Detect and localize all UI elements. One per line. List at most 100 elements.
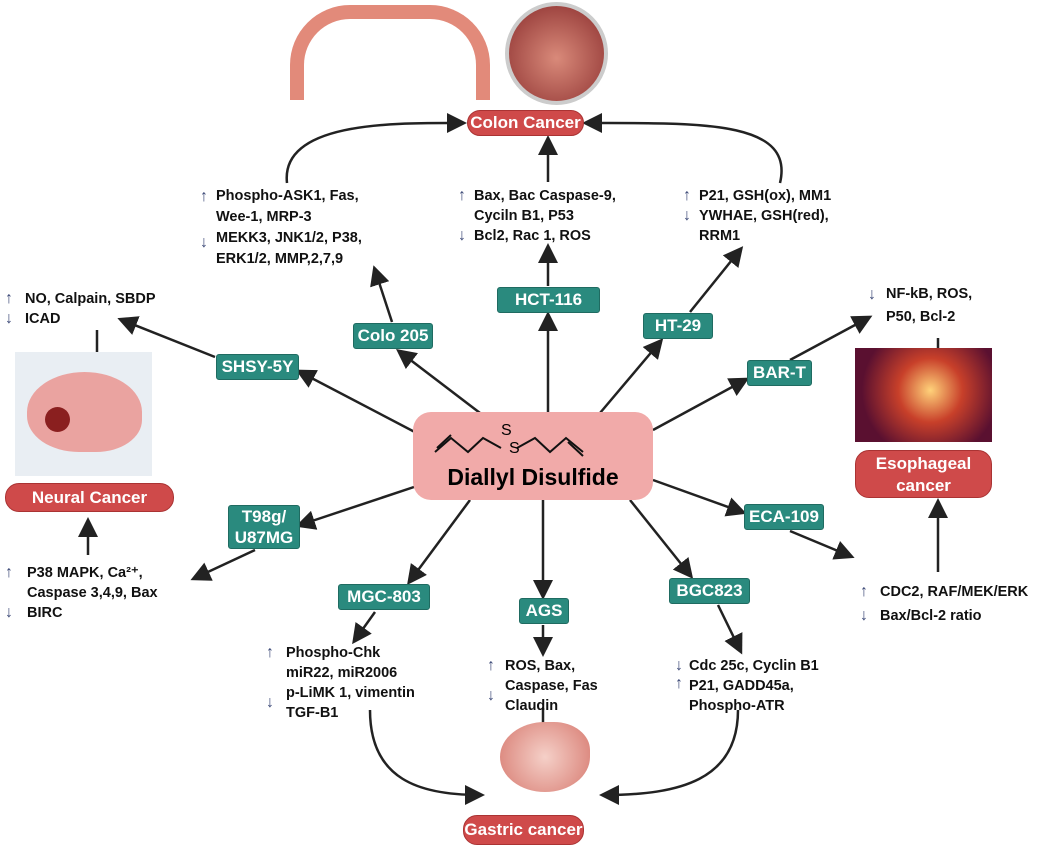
sulfur-1: S	[501, 422, 512, 439]
effect-line: ROS, Bax,	[505, 658, 576, 674]
compound-structure-icon	[434, 434, 584, 457]
arrow-bgc823-effects	[716, 604, 743, 655]
up-arrow-icon: ↑	[860, 583, 868, 600]
arrow-bart-effects	[789, 315, 873, 362]
cell-eca109: ECA-109	[744, 504, 824, 530]
effect-line: Bcl2, Rac 1, ROS	[474, 228, 591, 244]
effect-line: Claudin	[505, 698, 559, 714]
effect-line: Phospho-ATR	[689, 698, 785, 714]
up-arrow-icon: ↑	[200, 188, 208, 205]
down-arrow-icon: ↓	[458, 227, 466, 244]
effect-line: Phospho-Chk	[286, 645, 381, 661]
effect-line: Cdc 25c, Cyclin B1	[689, 658, 819, 674]
cell-t98g-line2: U87MG	[234, 528, 294, 547]
arrow-colo205-effects	[370, 265, 394, 323]
arrow-gastric-left	[368, 709, 485, 805]
colon-zoom-image	[505, 2, 608, 105]
effect-line: CDC2, RAF/MEK/ERK	[880, 584, 1029, 600]
effects-bgc823: ↓↑ Cdc 25c, Cyclin B1 P21, GADD45a, Phosph…	[675, 656, 819, 716]
effect-line: p-LiMK 1, vimentin	[286, 685, 415, 701]
cell-shsy5y: SHSY-5Y	[216, 354, 299, 380]
cell-mgc803: MGC-803	[338, 584, 430, 610]
down-arrow-icon: ↓	[683, 207, 691, 224]
effect-line: Phospho-ASK1, Fas,	[216, 188, 359, 204]
stomach-image	[485, 712, 600, 800]
arrow-colon-right	[582, 112, 783, 184]
effect-line: Caspase, Fas	[505, 678, 598, 694]
effect-line: P21, GSH(ox), MM1	[699, 188, 832, 204]
up-arrow-icon: ↑	[458, 187, 466, 204]
label-esophageal-line1: Esophageal	[875, 454, 972, 473]
down-arrow-icon: ↓	[266, 694, 274, 711]
down-arrow-icon: ↓	[868, 286, 876, 303]
effect-line: Bax/Bcl-2 ratio	[880, 608, 982, 624]
cell-bgc823: BGC823	[669, 578, 750, 604]
brain-image	[15, 352, 152, 476]
arrow-colon-left	[285, 112, 467, 184]
down-arrow-icon: ↓	[200, 234, 208, 251]
arrow-mgc803-effects	[352, 611, 377, 645]
down-arrow-icon: ↓	[675, 657, 683, 674]
arrow-ht29-effects	[689, 246, 744, 313]
arrow-center-mgc803	[407, 499, 472, 586]
down-arrow-icon: ↓	[5, 310, 13, 327]
up-arrow-icon: ↑	[5, 290, 13, 307]
cell-ags: AGS	[519, 598, 569, 624]
arrow-gastric-right	[599, 709, 740, 805]
cell-bart: BAR-T	[747, 360, 812, 386]
cell-t98g-line1: T98g/	[241, 507, 287, 526]
effect-line: Bax, Bac Caspase-9,	[474, 188, 616, 204]
up-arrow-icon: ↑	[266, 644, 274, 661]
label-neural-cancer: Neural Cancer	[5, 483, 174, 512]
arrow-center-colo205	[396, 348, 481, 414]
arrow-center-bart	[652, 377, 750, 432]
arrow-center-t98g	[295, 483, 421, 530]
effect-line: P38 MAPK, Ca²⁺,	[27, 565, 143, 581]
effect-line: P21, GADD45a,	[689, 678, 794, 694]
effect-line: NF-kB, ROS,	[886, 286, 973, 302]
effect-line: Caspase 3,4,9, Bax	[27, 585, 158, 601]
down-arrow-icon: ↓	[5, 604, 13, 621]
compound-name: Diallyl Disulfide	[447, 464, 619, 490]
down-arrow-icon: ↓	[487, 687, 495, 704]
arrow-center-ht29	[599, 338, 664, 414]
effect-line: miR22, miR2006	[286, 665, 398, 681]
cell-t98g-u87mg: T98g/U87MG	[228, 505, 300, 549]
esophagus-image	[855, 348, 992, 442]
arrow-center-bgc823	[629, 499, 694, 579]
effects-eca109: ↑ ↓ CDC2, RAF/MEK/ERK Bax/Bcl-2 ratio	[860, 580, 1028, 628]
effects-bart: ↓ NF-kB, ROS,P50, Bcl-2	[868, 283, 972, 329]
up-arrow-icon: ↑	[5, 564, 13, 581]
effect-line: RRM1	[699, 228, 741, 244]
label-colon-cancer: Colon Cancer	[467, 110, 584, 136]
arrow-center-shsy5y	[295, 369, 431, 442]
cell-hct116: HCT-116	[497, 287, 600, 313]
arrow-center-eca109	[652, 478, 747, 517]
effect-line: NO, Calpain, SBDP	[25, 291, 156, 307]
effect-line: BIRC	[27, 605, 63, 621]
sulfur-2: S	[509, 440, 520, 457]
effect-line: TGF-B1	[286, 705, 339, 721]
up-arrow-icon: ↑	[675, 675, 683, 692]
label-gastric-cancer: Gastric cancer	[463, 815, 584, 845]
down-arrow-icon: ↓	[860, 607, 868, 624]
arrow-eca109-effects	[789, 529, 855, 560]
up-arrow-icon: ↑	[487, 657, 495, 674]
effect-line: Cyciln B1, P53	[474, 208, 574, 224]
label-esophageal-line2: cancer	[896, 476, 951, 495]
effect-line: ERK1/2, MMP,2,7,9	[216, 251, 344, 267]
cell-colo205: Colo 205	[353, 323, 433, 349]
effect-line: MEKK3, JNK1/2, P38,	[216, 230, 362, 246]
effects-mgc803: ↑ ↓ Phospho-Chk miR22, miR2006 p-LiMK 1, vi…	[266, 643, 415, 723]
arrow-t98g-effects	[190, 548, 256, 581]
effect-line: Wee-1, MRP-3	[216, 209, 312, 225]
label-esophageal-cancer: Esophageal cancer	[855, 450, 992, 498]
compound-box: S S Diallyl Disulfide	[413, 412, 653, 500]
